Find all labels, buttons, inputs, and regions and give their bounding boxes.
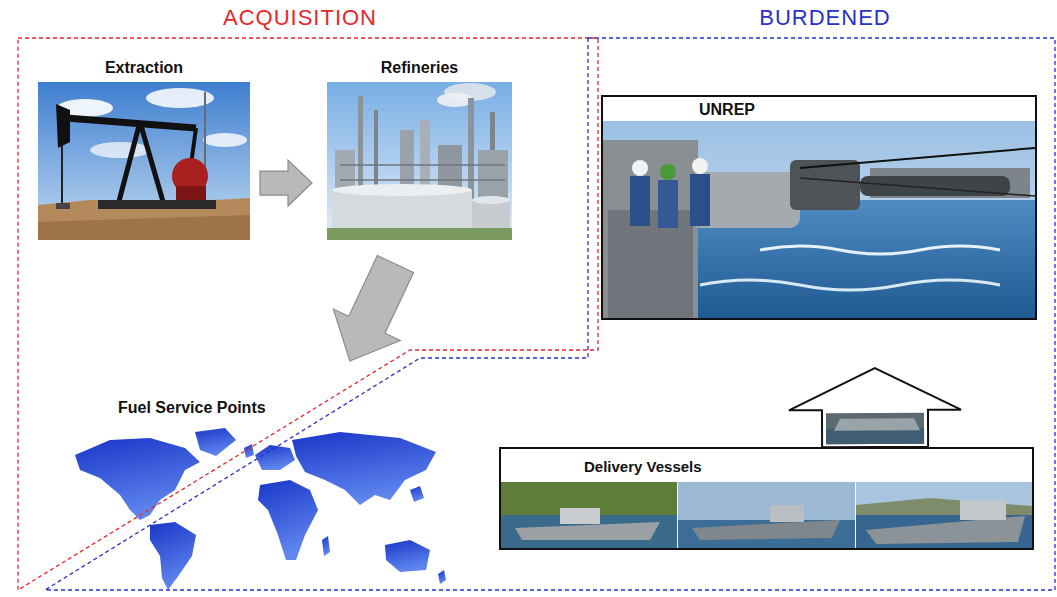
panel-heading: Refineries (381, 58, 458, 78)
unrep-photo-part (760, 246, 1000, 254)
unrep-photo-part (608, 210, 693, 318)
arrow-photo (826, 413, 924, 444)
panel-heading: Delivery Vessels (584, 457, 702, 477)
world-map-part (292, 432, 436, 505)
world-map-part (75, 438, 200, 520)
vessel-photos-part (866, 516, 1025, 544)
extraction-photo-part (56, 203, 70, 209)
vessel-photos-part (560, 508, 600, 524)
extraction-photo-part (38, 198, 250, 240)
vessel-photos-part (856, 482, 1032, 548)
region-heading: BURDENED (759, 5, 890, 31)
block-arrow (333, 255, 413, 361)
vessel-photos-part (515, 522, 660, 540)
vessel-photos-part (960, 500, 1006, 520)
world-map-part (410, 486, 424, 502)
block-arrow (789, 368, 961, 447)
extraction-photo-part (176, 186, 206, 202)
extraction-photo-part (56, 104, 70, 148)
vessel-photos (501, 482, 1032, 548)
world-map-part (438, 570, 446, 584)
unrep-photo-part (603, 140, 698, 318)
world-map-part (385, 540, 430, 572)
refinery-photo-part (327, 82, 512, 240)
unrep-photo-part (800, 178, 1035, 196)
vessel-photos-part (678, 482, 855, 548)
world-map-part (258, 480, 318, 560)
extraction-photo-part (146, 88, 214, 108)
extraction-photo-part (38, 215, 250, 240)
dashed-region (45, 38, 1055, 590)
unrep-photo-part (800, 148, 1035, 168)
block-arrow (260, 160, 312, 206)
block-arrow (260, 160, 312, 206)
unrep-photo-part (630, 176, 650, 226)
unrep-photo-part (690, 174, 710, 226)
dashed-region (18, 38, 598, 590)
unrep-photo-part (690, 172, 800, 228)
world-map (75, 428, 446, 590)
photo-panel: Delivery Vessels (499, 447, 1034, 550)
region-heading: ACQUISITION (223, 5, 377, 31)
refinery-photo-part (327, 228, 512, 240)
vessel-photos-part (692, 520, 840, 540)
unrep-photo-part (692, 158, 708, 174)
refinery-photo-part (340, 164, 505, 166)
extraction-photo-part (66, 118, 196, 128)
extraction-photo-part (61, 146, 63, 205)
extraction-photo-part (38, 82, 250, 240)
world-map-part (150, 522, 196, 590)
vessel-photos-part (678, 520, 855, 548)
world-map-part (195, 428, 236, 456)
region-outline: BURDENEDUNREPDelivery Vessels (22, 38, 1055, 590)
unrep-photo-part (700, 280, 1000, 290)
unrep-photo-part (603, 121, 1035, 318)
refinery-photo-part (332, 184, 472, 196)
extraction-photo-part (118, 122, 140, 205)
unrep-photo-part (660, 164, 676, 180)
world-map-part (244, 444, 254, 458)
panel-heading: Extraction (105, 58, 183, 78)
arrow-photo (834, 418, 920, 430)
refinery-photo-part (340, 179, 505, 181)
unrep-photo (603, 121, 1035, 318)
dashed-region (18, 38, 598, 590)
panel-heading: Fuel Service Points (118, 398, 266, 418)
extraction-photo-part (203, 133, 247, 147)
region-outline: ACQUISITIONExtractionRefineriesFuel Serv… (18, 38, 598, 590)
refinery-photo-part (472, 200, 510, 230)
arrow-photo (826, 428, 924, 444)
vessel-photos-part (770, 505, 804, 522)
vessel-photos-part (501, 482, 677, 548)
unrep-photo-part (632, 160, 648, 176)
extraction-photo (38, 82, 250, 240)
world-map-part (255, 445, 295, 470)
photo-panel: Refineries (327, 58, 512, 240)
world-map-part (322, 536, 330, 556)
panel-heading: UNREP (699, 100, 755, 120)
refinery-photo-part (472, 196, 510, 204)
extraction-photo-part (98, 200, 216, 209)
dashed-region (22, 38, 1055, 590)
block-arrow (333, 255, 413, 361)
block-arrow (789, 368, 961, 447)
photo-panel: Extraction (38, 58, 250, 240)
photo-panel: UNREP (601, 95, 1037, 320)
extraction-photo-part (90, 142, 150, 158)
refinery-photo-part (437, 93, 473, 107)
unrep-photo-part (658, 180, 678, 228)
photo-panel: Fuel Service Points (55, 398, 445, 588)
refinery-photo (327, 82, 512, 240)
extraction-photo-part (140, 122, 164, 205)
